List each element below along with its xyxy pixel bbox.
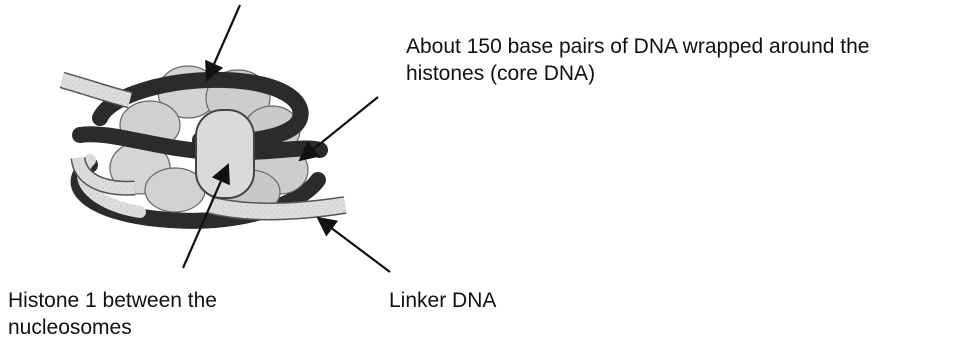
- core-dna-lower-loop: [70, 157, 326, 229]
- entering-dna-strand-fill: [60, 73, 132, 107]
- core-dna-light-segment-fill: [72, 156, 136, 195]
- histone-1: [195, 109, 255, 199]
- core-dna-upper-wrap: [92, 71, 309, 150]
- arrow-core-dna: [298, 96, 379, 162]
- histone-1-label: Histone 1 between the nucleosomes: [8, 289, 217, 339]
- core-dna-label: About 150 base pairs of DNA wrapped arou…: [406, 35, 870, 85]
- arrow-histone-top: [205, 4, 242, 82]
- arrow-linker-dna: [316, 216, 391, 273]
- arrow-histone-1: [181, 163, 230, 269]
- linker-dna-label: Linker DNA: [389, 289, 497, 312]
- linker-dna-strand-fill: [208, 197, 347, 219]
